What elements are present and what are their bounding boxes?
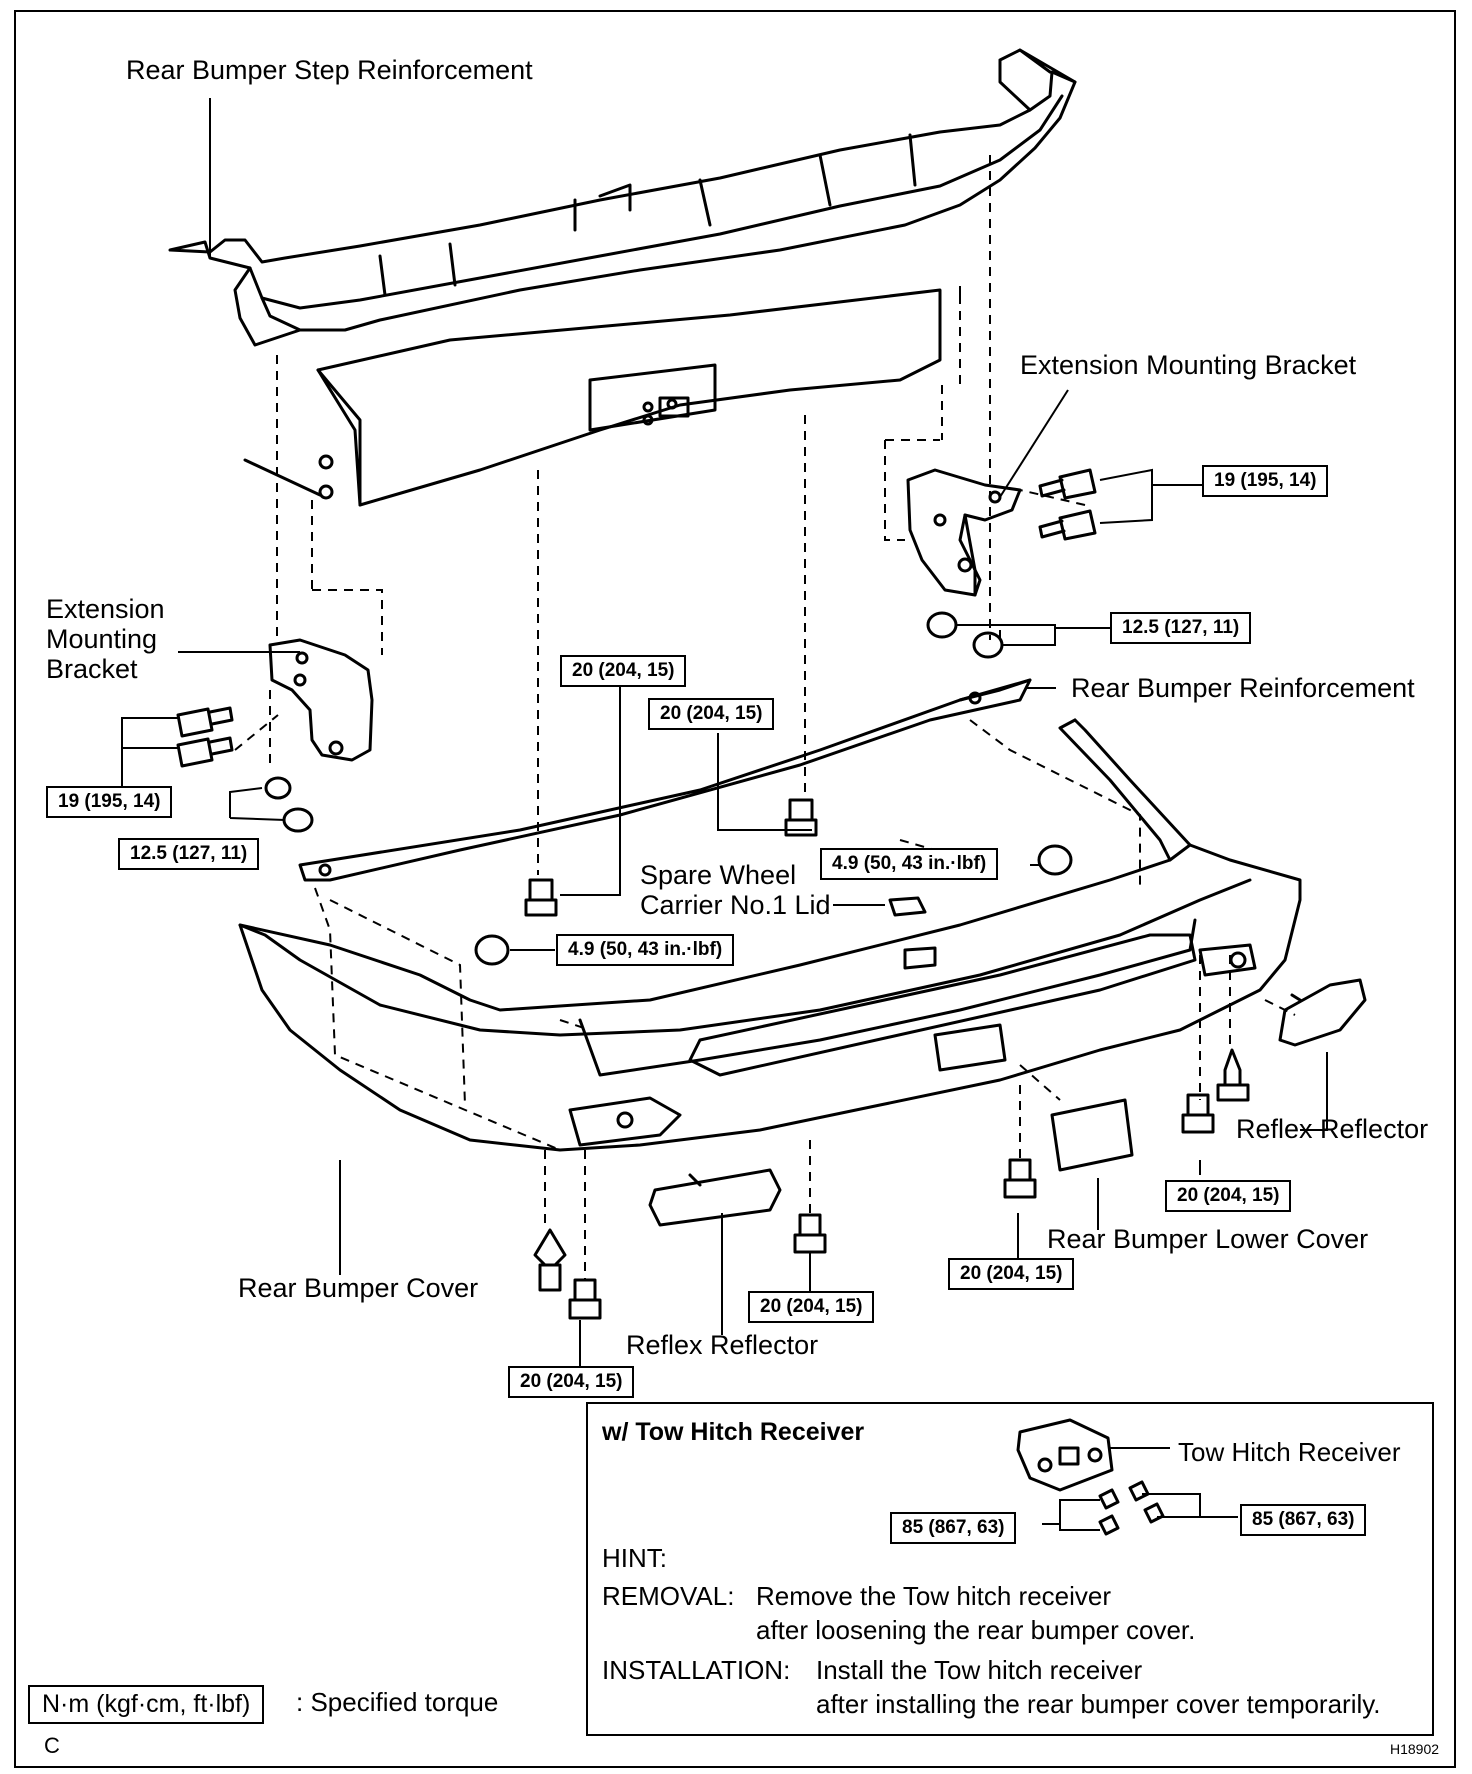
label-spare-wheel-lid-line1: Spare Wheel [640, 860, 797, 890]
torque-unit-legend-box: N·m (kgf·cm, ft·lbf) [28, 1685, 265, 1725]
label-reflex-reflector-center: Reflex Reflector [626, 1330, 819, 1360]
label-extension-bracket-left-line3: Bracket [46, 654, 138, 685]
torque-4-9-left: 4.9 (50, 43 in.·lbf) [556, 934, 735, 966]
label-rear-bumper-cover: Rear Bumper Cover [238, 1273, 479, 1303]
label-extension-bracket-left: Extension Mounting Bracket [46, 594, 165, 685]
bolts-left-bracket [176, 706, 234, 768]
torque-20-e: 20 (204, 15) [748, 1291, 875, 1323]
torque-20-d: 20 (204, 15) [948, 1258, 1075, 1290]
tow-hitch-box: w/ Tow Hitch Receiver Tow Hitch Receiver… [586, 1402, 1434, 1736]
rear-body-panel [243, 288, 942, 507]
extension-bracket-right-part [906, 468, 1022, 597]
rear-bumper-cover-part [238, 718, 1302, 1152]
torque-12-5-left: 12.5 (127, 11) [118, 838, 260, 870]
rear-bumper-reinforcement-part [298, 678, 1032, 882]
removal-line2: after loosening the rear bumper cover. [756, 1615, 1196, 1645]
bottom-fasteners [533, 1048, 1250, 1320]
torque-19-left: 19 (195, 14) [46, 786, 173, 818]
installation-line2: after installing the rear bumper cover t… [816, 1689, 1381, 1719]
label-spare-wheel-lid-line2: Carrier No.1 Lid [640, 890, 831, 921]
reflex-reflector-right-part [1278, 978, 1367, 1047]
torque-4-9-right: 4.9 (50, 43 in.·lbf) [820, 848, 999, 880]
torque-12-5-right: 12.5 (127, 11) [1110, 612, 1252, 644]
removal-label: REMOVAL: [602, 1581, 735, 1611]
hint-label: HINT: [602, 1543, 667, 1573]
tow-hitch-torque-right: 85 (867, 63) [1240, 1504, 1367, 1536]
figure-code: H18902 [1390, 1741, 1440, 1757]
tow-hitch-part-label: Tow Hitch Receiver [1178, 1437, 1401, 1467]
torque-20-c: 20 (204, 15) [1165, 1180, 1292, 1212]
torque-unit-legend-text: : Specified torque [296, 1687, 499, 1717]
tow-hitch-torque-left: 85 (867, 63) [890, 1512, 1017, 1544]
label-spare-wheel-lid: Spare Wheel Carrier No.1 Lid [640, 860, 831, 920]
corner-letter: C [44, 1733, 60, 1758]
extension-bracket-left-part [268, 638, 374, 762]
label-reflex-reflector-right: Reflex Reflector [1236, 1114, 1429, 1144]
step-reinforcement-part [168, 48, 1077, 347]
torque-19-right: 19 (195, 14) [1202, 465, 1329, 497]
center-bolts [474, 798, 1073, 966]
label-extension-bracket-left-line1: Extension [46, 594, 165, 624]
reflex-reflector-center-part [648, 1168, 782, 1227]
installation-line1: Install the Tow hitch receiver [816, 1655, 1143, 1685]
label-rear-bumper-reinforcement: Rear Bumper Reinforcement [1071, 673, 1415, 703]
label-extension-bracket-left-line2: Mounting [46, 624, 158, 655]
torque-20-f: 20 (204, 15) [508, 1366, 635, 1398]
diagram-frame [14, 10, 1456, 1768]
torque-20-a: 20 (204, 15) [560, 655, 687, 687]
label-rear-bumper-lower-cover: Rear Bumper Lower Cover [1047, 1224, 1369, 1254]
rear-bumper-lower-cover-part [1050, 1098, 1134, 1172]
torque-20-b: 20 (204, 15) [648, 698, 775, 730]
tow-hitch-title: w/ Tow Hitch Receiver [602, 1418, 865, 1446]
removal-line1: Remove the Tow hitch receiver [756, 1581, 1112, 1611]
label-extension-bracket-right: Extension Mounting Bracket [1020, 350, 1357, 380]
installation-label: INSTALLATION: [602, 1655, 791, 1685]
bolts-right-bracket [1038, 468, 1097, 541]
label-step-reinforcement: Rear Bumper Step Reinforcement [126, 55, 533, 85]
